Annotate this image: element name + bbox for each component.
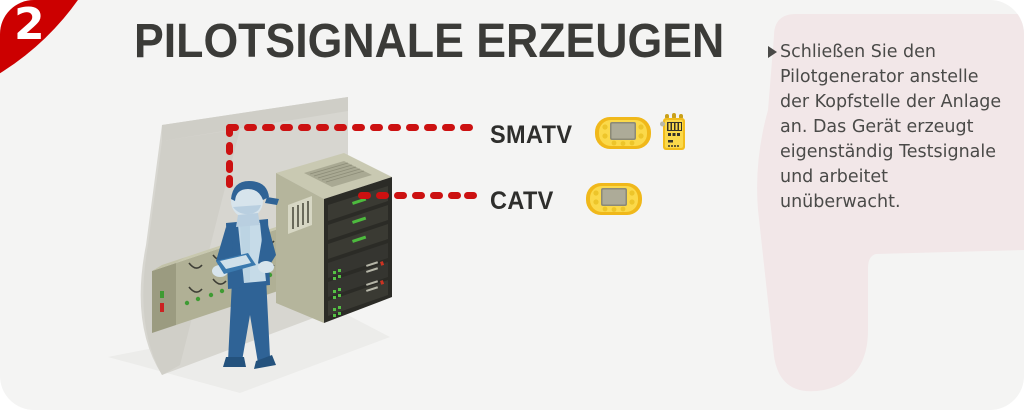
endpoint-catv-devices: [585, 180, 643, 223]
endpoint-catv-label: CATV: [490, 187, 554, 215]
connector-smatv-horizontal: [226, 124, 476, 131]
endpoint-smatv: SMATV: [490, 112, 688, 159]
wall-panel-top-edge: [162, 97, 348, 141]
server-rack: [276, 153, 392, 323]
note-body-text: Schließen Sie den Pilotgenerator anstell…: [780, 42, 1002, 212]
endpoint-smatv-devices: [594, 112, 688, 159]
note-bubble-shape: [757, 14, 1024, 392]
signal-meter-icon: [594, 114, 652, 157]
signal-meter-icon: [585, 180, 643, 223]
endpoint-catv: CATV: [490, 180, 643, 223]
headend-illustration: [90, 75, 460, 405]
technician-figure: [212, 181, 279, 369]
connector-catv-horizontal: [358, 192, 478, 199]
note-text-block: Schließen Sie den Pilotgenerator anstell…: [768, 40, 1006, 215]
note-panel: Schließen Sie den Pilotgenerator anstell…: [728, 0, 1024, 410]
connector-smatv-vertical: [226, 124, 233, 188]
floor-shape: [108, 311, 390, 393]
triangle-right-icon: [768, 46, 777, 58]
step-number-label: 2: [14, 0, 45, 50]
endpoint-smatv-label: SMATV: [490, 121, 573, 149]
multiswitch-icon: [659, 112, 688, 159]
page-title: PILOTSIGNALE ERZEUGEN: [134, 15, 725, 68]
